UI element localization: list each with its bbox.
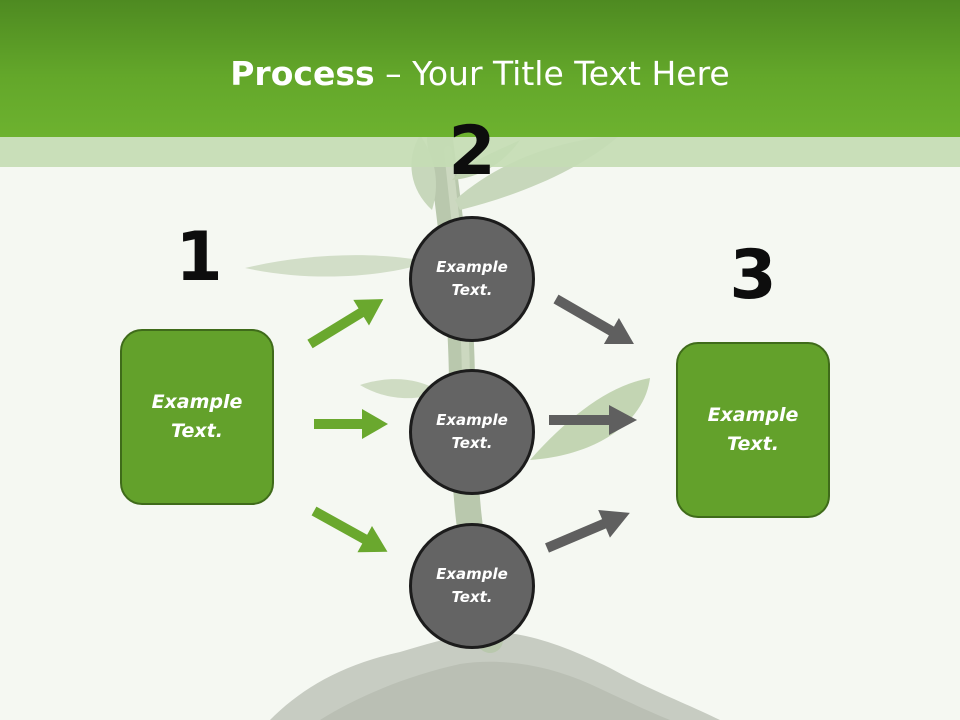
circle-top-text: Example Text.: [436, 258, 508, 299]
slide-title: Process – Your Title Text Here: [0, 52, 960, 96]
step-1-text: Example Text.: [151, 391, 243, 442]
circle-middle-text: Example Text.: [436, 411, 508, 452]
step-number-3: 3: [729, 236, 777, 315]
step-1-box: Example Text.: [120, 329, 274, 505]
step-number-2: 2: [448, 112, 496, 191]
header-band: [0, 137, 960, 167]
circle-bottom: Example Text.: [409, 523, 535, 649]
step-3-box: Example Text.: [676, 342, 830, 518]
step-number-1: 1: [175, 218, 223, 297]
header-bar: [0, 0, 960, 137]
title-rest: – Your Title Text Here: [374, 54, 730, 93]
title-bold: Process: [230, 54, 375, 93]
circle-bottom-text: Example Text.: [436, 565, 508, 606]
circle-middle: Example Text.: [409, 369, 535, 495]
circle-top: Example Text.: [409, 216, 535, 342]
step-3-text: Example Text.: [707, 404, 799, 455]
